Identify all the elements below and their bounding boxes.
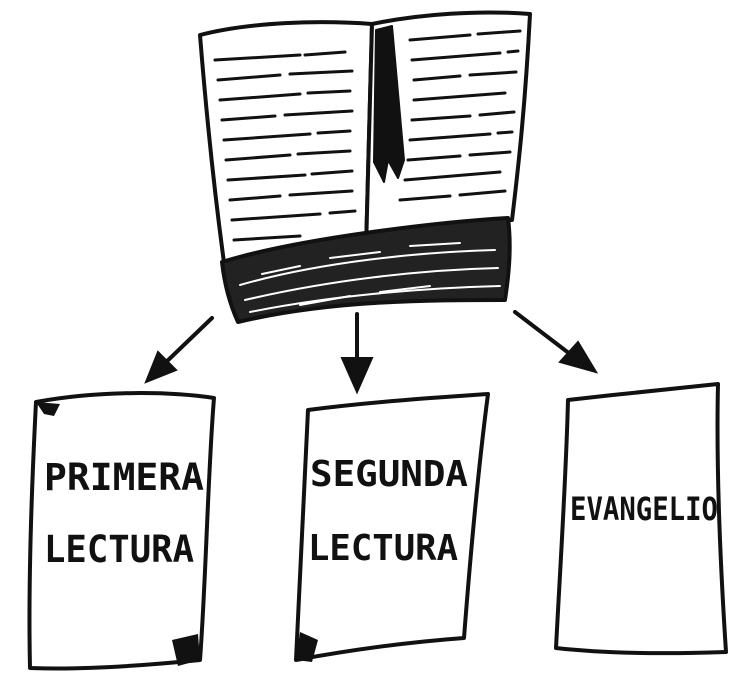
document-title-line-1: PRIMERA (44, 456, 204, 499)
document-gospel: EVANGELIO (554, 382, 728, 656)
curled-corner-icon (172, 634, 200, 666)
document-second-reading: SEGUNDA LECTURA (294, 392, 490, 662)
document-title-line-1: SEGUNDA (310, 454, 468, 495)
document-title-line-1: EVANGELIO (570, 490, 718, 528)
document-title-line-2: LECTURA (44, 528, 194, 571)
arrow-to-first-reading-icon (144, 316, 214, 384)
document-title-line-2: LECTURA (308, 528, 458, 569)
arrows (144, 310, 599, 395)
curled-corner-icon (296, 632, 318, 662)
curled-corner-icon (36, 402, 60, 416)
arrow-to-second-reading-icon (340, 312, 374, 395)
arrow-to-gospel-icon (513, 310, 599, 374)
document-first-reading: PRIMERA LECTURA (27, 391, 216, 671)
open-book-icon (198, 10, 532, 324)
